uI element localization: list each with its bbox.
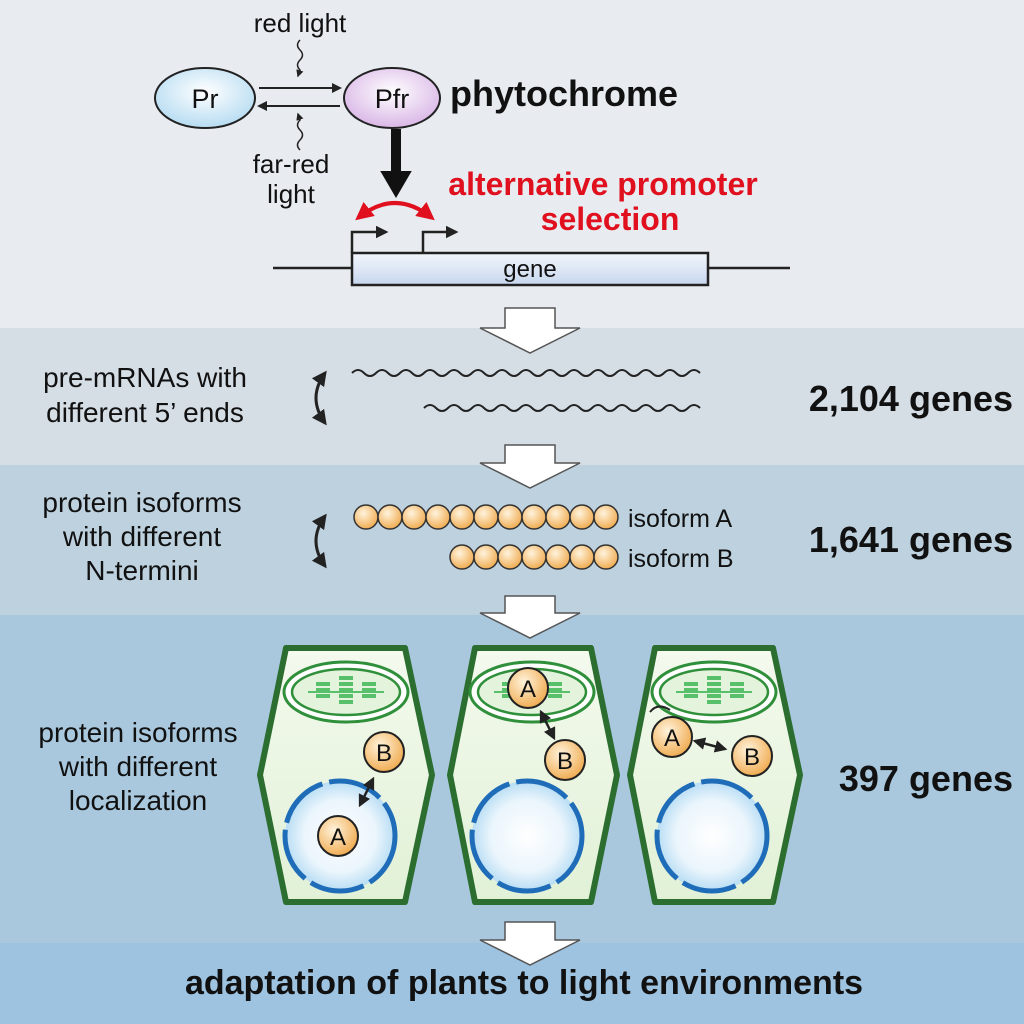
localization-label-3: localization — [69, 785, 208, 816]
localization-count: 397 genes — [839, 758, 1013, 799]
cell-2-a-label: A — [520, 676, 536, 703]
cell-1-protein-b — [363, 731, 405, 773]
tss-2-icon — [421, 225, 459, 253]
flow-arrow-4 — [479, 921, 581, 966]
gene-label: gene — [503, 256, 556, 283]
premrna-label-2: different 5’ ends — [46, 397, 244, 428]
cell-1-ab-arrow — [358, 776, 375, 808]
gene-box — [350, 251, 710, 287]
premrna-curved-arrow — [311, 370, 327, 426]
cell-2-protein-b — [544, 739, 586, 781]
isoforms-count: 1,641 genes — [809, 519, 1013, 560]
alt-promoter-line-1: alternative promoter — [448, 166, 757, 202]
isoform-a-label: isoform A — [628, 505, 733, 533]
cell-2-ab-arrow — [539, 709, 556, 741]
cell-3-protein-a — [651, 716, 693, 758]
tss-1-icon — [350, 225, 389, 253]
cell-3-ab-arrow — [692, 737, 728, 753]
red-double-arrow — [355, 201, 435, 221]
pfr-ellipse — [343, 67, 441, 129]
cell-1-a-label: A — [330, 824, 346, 851]
isoforms-label-1: protein isoforms — [42, 487, 241, 518]
flow-arrow-2 — [479, 444, 581, 489]
red-light-squiggle — [296, 39, 304, 78]
isoform-b-beads — [449, 544, 619, 570]
isoforms-label-3: N-termini — [85, 555, 199, 586]
pfr-label: Pfr — [375, 84, 410, 114]
alt-promoter-line-2: selection — [541, 201, 680, 237]
pfr-down-arrow — [380, 129, 412, 198]
cell-3-a-label: A — [664, 725, 680, 752]
cell-3-tether — [649, 705, 671, 713]
cell-3-nucleus — [654, 778, 770, 894]
cell-3-chloroplast — [650, 660, 778, 724]
conclusion-text: adaptation of plants to light environmen… — [185, 964, 863, 1002]
band-isoforms — [0, 465, 1024, 615]
phytochrome-label: phytochrome — [450, 73, 678, 114]
premrna-wave-short — [423, 404, 701, 412]
localization-label-1: protein isoforms — [38, 717, 237, 748]
far-red-label-2: light — [267, 179, 315, 209]
localization-label-2: with different — [58, 751, 217, 782]
pr-ellipse — [154, 67, 256, 129]
flow-arrow-3 — [479, 595, 581, 639]
isoform-b-label: isoform B — [628, 545, 734, 573]
isoform-a-beads — [353, 504, 619, 530]
pr-label: Pr — [192, 84, 219, 114]
red-light-label: red light — [254, 8, 347, 38]
isoforms-curved-arrow — [311, 513, 327, 569]
premrna-label-1: pre-mRNAs with — [43, 362, 247, 393]
cell-3-protein-b — [731, 735, 773, 777]
premrna-wave-long — [351, 369, 701, 377]
cell-1-chloroplast — [282, 660, 410, 724]
cell-2-protein-a — [507, 667, 549, 709]
cell-1-protein-a — [317, 815, 359, 857]
band-premrna — [0, 328, 1024, 465]
cell-3-b-label: B — [744, 744, 760, 771]
far-red-label-1: far-red — [253, 149, 330, 179]
cell-2-nucleus — [469, 778, 585, 894]
isoforms-label-2: with different — [62, 521, 221, 552]
cell-2-b-label: B — [557, 748, 573, 775]
premrna-count: 2,104 genes — [809, 378, 1013, 419]
cell-1-b-label: B — [376, 740, 392, 767]
flow-arrow-1 — [479, 307, 581, 354]
far-red-light-squiggle — [296, 112, 304, 151]
